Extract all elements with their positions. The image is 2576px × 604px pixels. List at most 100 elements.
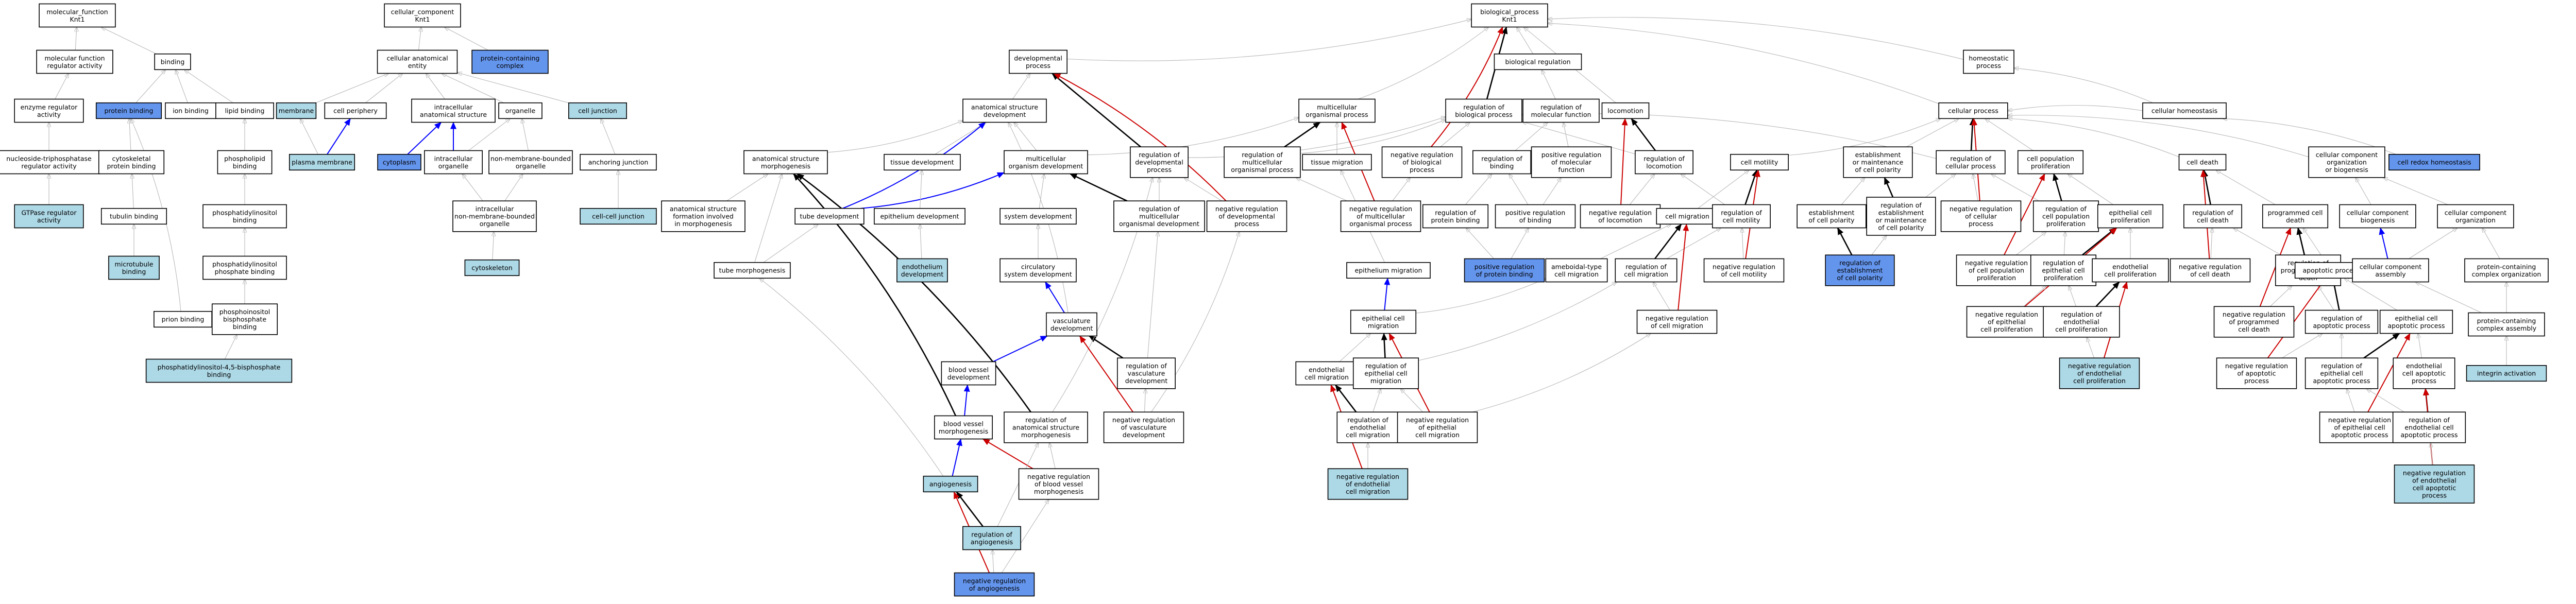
go-term-label-line: of endothelial [2077,370,2122,377]
go-term-box [1445,98,1522,123]
is-a-edge [1144,389,1145,412]
is-a-edge [1541,70,1556,99]
go-term-label: cell junction [578,107,617,115]
go-term-label-line: endothelium [902,263,943,270]
go-term-box [2059,357,2140,389]
go-term-node: tube morphogenesis [714,262,791,279]
is-a-edge [493,232,494,260]
go-term-box [1636,309,1718,334]
go-term-label-line: process [2244,377,2269,385]
is-a-edge [1517,27,1534,55]
go-term-label-line: cell migration [1304,373,1349,381]
go-term-node: cell junction [568,102,627,119]
go-term-label-line: negative regulation [1215,205,1278,213]
go-term-box [934,415,993,440]
part-of-edge [407,122,442,155]
go-term-label-line: process [1026,62,1050,70]
part-of-edge [327,118,351,155]
go-term-label-line: cell redox homeostasis [2397,159,2471,166]
go-term-label-line: regulation of [2409,416,2450,424]
go-term-label-line: regulation of [2321,314,2362,322]
go-term-node: tissue migration [1302,153,1372,171]
go-term-label-line: endothelial [2406,362,2442,370]
go-term-label-line: complex assembly [2477,324,2537,332]
part-of-edge [992,335,1048,363]
go-term-label-line: phospholipid [224,154,265,162]
go-term-label-line: cell migration [1346,488,1390,495]
go-term-label-line: intracellular [434,154,473,162]
go-term-label-line: bisphosphate [223,316,266,323]
go-term-label-line: tubulin binding [110,213,158,220]
go-term-label-line: endothelial cell [2404,424,2453,432]
regulates-edge [1070,173,1128,202]
go-term-label: cell death [2187,159,2218,166]
go-term-label-line: cellular homeostasis [2151,107,2217,115]
go-term-label-line: locomotion [1646,162,1682,170]
go-term-label-line: membrane [279,107,314,115]
go-term-label-line: plasma membrane [292,159,352,166]
go-term-label-line: complex organization [2472,270,2541,278]
go-term-label-line: cell junction [578,107,617,115]
go-term-box [1938,102,2008,119]
go-term-label-line: epithelial cell [2042,267,2084,274]
go-term-node: cell migration [1656,208,1719,225]
go-term-label-line: tissue development [890,159,954,166]
is-a-edge [1653,282,1670,310]
go-term-box [1346,262,1431,279]
go-term-label-line: formation involved [673,213,734,220]
regulates-edge [1837,227,1853,255]
go-term-label-line: of vasculature [1121,424,1167,432]
go-term-node: plasma membrane [289,153,355,171]
go-term-box [2394,464,2475,504]
go-term-label-line: or maintenance [1876,216,1927,224]
part-of-edge [2379,227,2388,259]
go-term-label-line: apoptotic process [2388,322,2445,330]
go-term-label-line: binding [161,58,185,66]
go-term-label-line: epithelium migration [1355,267,1422,274]
go-term-node: anchoring junction [580,153,657,171]
is-a-edge [418,27,421,50]
is-a-edge [101,27,157,55]
go-term-label-line: non-membrane-bounded [490,154,571,162]
go-term-label-line: of developmental [1218,213,1275,220]
is-a-edge [1788,118,1941,156]
go-term-box [896,258,948,283]
go-term-label-line: biogenesis [2361,216,2395,224]
go-term-box [954,572,1035,597]
go-term-label: integrin activation [2477,370,2536,377]
go-term-box [2437,204,2514,229]
go-term-label-line: regulation of [1643,154,1685,162]
is-a-edge [2431,443,2433,465]
is-a-edge [1014,123,1037,151]
go-term-box [2468,312,2545,337]
